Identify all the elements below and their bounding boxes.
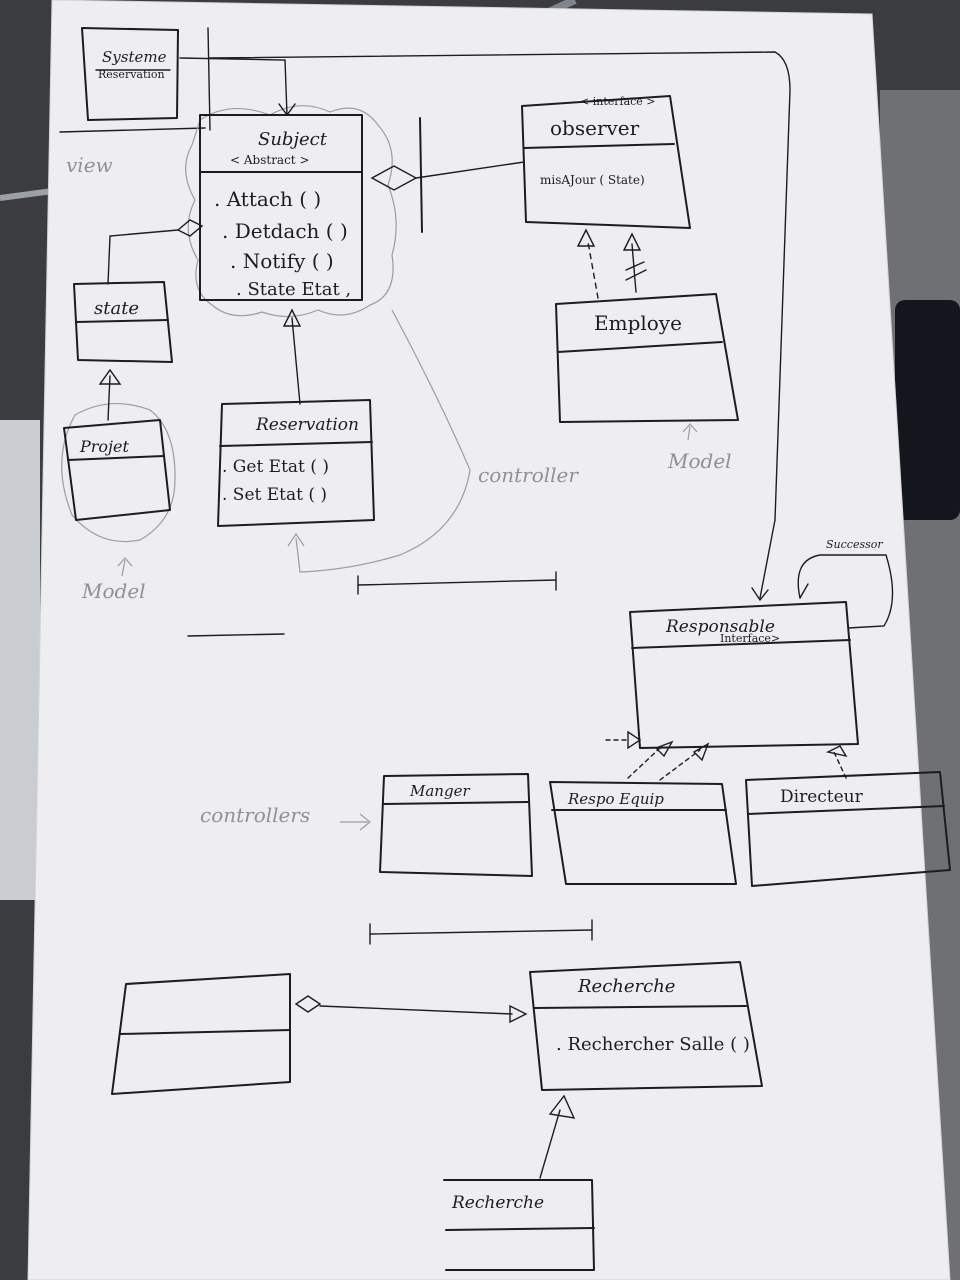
systeme-subtitle: Reservation bbox=[98, 68, 165, 81]
model-label-left: Model bbox=[81, 579, 146, 603]
respo-equipe-title: Respo Equip bbox=[567, 790, 664, 808]
observer-title: observer bbox=[550, 116, 640, 140]
projet-title: Projet bbox=[79, 437, 129, 456]
reservation-title: Reservation bbox=[255, 415, 359, 435]
state-class: state bbox=[73, 281, 173, 363]
sticker-right bbox=[895, 300, 960, 520]
state-subject-aggregation bbox=[107, 219, 204, 285]
model-label-right: Model bbox=[667, 449, 732, 473]
controllers-label: controllers bbox=[200, 803, 310, 827]
view-boundary-lines bbox=[59, 27, 211, 133]
recherche-sub-title: Recherche bbox=[451, 1193, 544, 1213]
employe-class: Employe bbox=[555, 228, 739, 423]
state-title: state bbox=[94, 298, 139, 319]
manager-class: Manger bbox=[379, 773, 533, 877]
directeur-class: Directeur bbox=[745, 771, 951, 887]
respo-equipe-class: Respo Equip bbox=[549, 781, 737, 885]
reservation-class: Reservation . Get Etat ( ) . Set Etat ( … bbox=[217, 308, 375, 527]
successor-label: Successor bbox=[826, 538, 883, 551]
recherche-title: Recherche bbox=[577, 976, 675, 997]
client-recherche-aggregation bbox=[294, 995, 528, 1024]
subject-stereotype: < Abstract > bbox=[230, 153, 310, 167]
subject-method-1: . Attach ( ) bbox=[214, 187, 321, 211]
recherche-method: . Rechercher Salle ( ) bbox=[556, 1034, 750, 1055]
recherche-subclass: Recherche bbox=[443, 1094, 595, 1271]
manager-title: Manger bbox=[409, 782, 470, 800]
responsable-stereotype: Interface> bbox=[720, 632, 780, 645]
controller-label: controller bbox=[478, 463, 579, 487]
paper-sheet bbox=[27, 0, 951, 1280]
lower-separator bbox=[369, 919, 593, 945]
controller-bracket: controller bbox=[287, 309, 579, 573]
systeme-reservation-class: Systeme Reservation bbox=[81, 27, 179, 121]
employe-title: Employe bbox=[594, 311, 682, 335]
subject-method-2: . Detdach ( ) bbox=[222, 219, 348, 243]
directeur-title: Directeur bbox=[780, 787, 864, 807]
systeme-title: Systeme bbox=[102, 48, 167, 66]
separator-lines bbox=[187, 571, 557, 637]
reservation-method-2: . Set Etat ( ) bbox=[222, 485, 327, 505]
observer-method: misAJour ( State) bbox=[540, 173, 645, 187]
client-class bbox=[111, 973, 291, 1095]
subject-title: Subject bbox=[258, 129, 328, 150]
subject-method-3: . Notify ( ) bbox=[230, 249, 334, 273]
responsable-title: Responsable bbox=[665, 617, 775, 637]
systeme-to-responsable-arrow bbox=[751, 519, 776, 602]
subject-cloud bbox=[185, 105, 397, 318]
subject-class: Subject < Abstract > . Attach ( ) . Detd… bbox=[185, 105, 397, 318]
responsable-interface: Responsable Interface> Successor bbox=[629, 538, 894, 749]
subject-observer-aggregation bbox=[370, 117, 525, 233]
observer-interface: < interface > observer misAJour ( State) bbox=[521, 95, 691, 229]
reservation-method-1: . Get Etat ( ) bbox=[222, 457, 329, 477]
observer-stereotype: < interface > bbox=[580, 95, 656, 108]
systeme-to-subject-arrow bbox=[179, 51, 791, 521]
subject-method-4: . State Etat , bbox=[236, 279, 351, 300]
projet-class: Projet bbox=[61, 368, 176, 543]
view-label: view bbox=[66, 153, 113, 177]
realization-arrows bbox=[605, 730, 848, 781]
recherche-class: Recherche . Rechercher Salle ( ) bbox=[529, 961, 763, 1091]
